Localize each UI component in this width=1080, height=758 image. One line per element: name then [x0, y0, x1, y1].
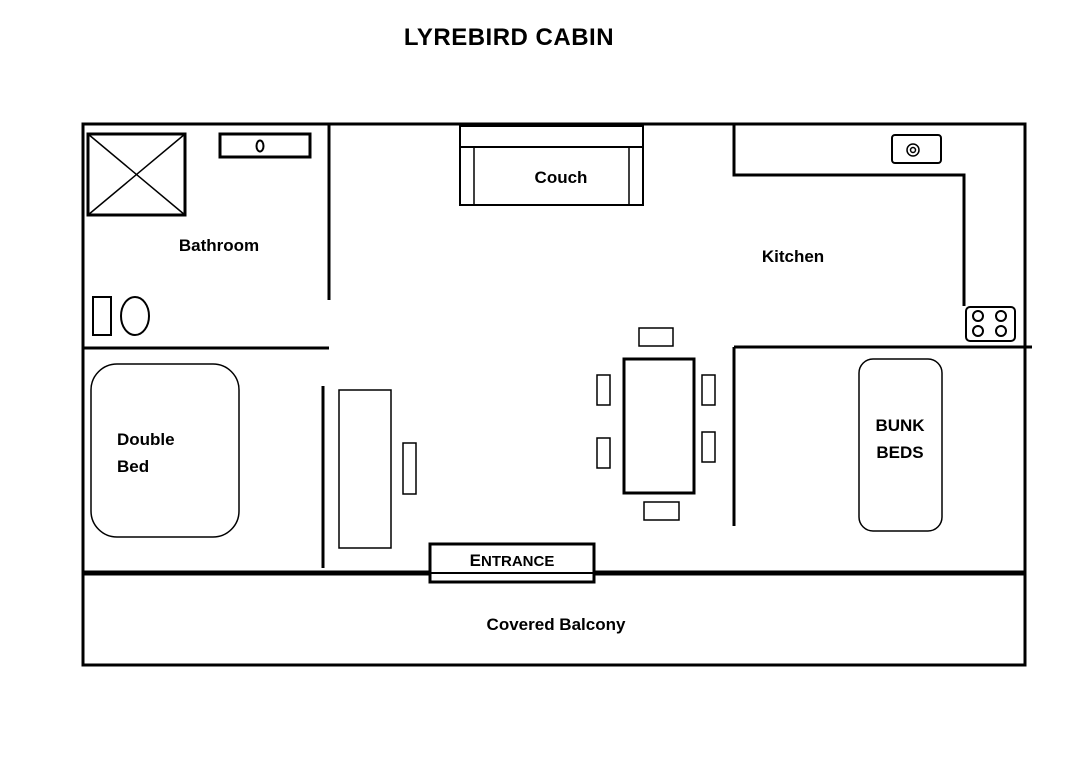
entrance: ENTRANCE: [428, 542, 596, 584]
chair: [643, 501, 680, 521]
shower-icon: [86, 132, 187, 217]
double-bed: Double Bed: [90, 363, 240, 538]
couch: Couch: [459, 125, 644, 206]
couch-label: Couch: [535, 168, 588, 187]
dining-table: [596, 327, 716, 521]
bench: [338, 389, 417, 549]
kitchen-counter: [732, 124, 966, 306]
chair: [596, 437, 611, 469]
chair: [701, 374, 716, 406]
bunk-beds: BUNK BEDS: [858, 358, 943, 532]
bathroom-label: Bathroom: [179, 236, 259, 255]
stove-icon: [965, 306, 1016, 342]
double-bed-label-line2: Bed: [117, 457, 149, 476]
plan-title: LYREBIRD CABIN: [404, 24, 614, 51]
double-bed-label-line1: Double: [117, 430, 175, 449]
toilet-icon: [92, 296, 150, 336]
bunk-beds-label-line1: BUNK: [875, 416, 925, 435]
entrance-label-rest: NTRANCE: [481, 553, 554, 570]
kitchen-label: Kitchen: [762, 247, 824, 266]
chair: [596, 374, 611, 406]
chair: [638, 327, 674, 347]
outer-wall: [81, 122, 1027, 667]
sink-icon: [218, 132, 312, 159]
chair: [701, 431, 716, 463]
balcony-label: Covered Balcony: [487, 615, 626, 634]
entrance-label: ENTRANCE: [470, 551, 555, 570]
bunk-beds-label-line2: BEDS: [876, 443, 923, 462]
entrance-label-initial: E: [470, 551, 481, 570]
kitchen-sink-icon: [891, 134, 942, 164]
